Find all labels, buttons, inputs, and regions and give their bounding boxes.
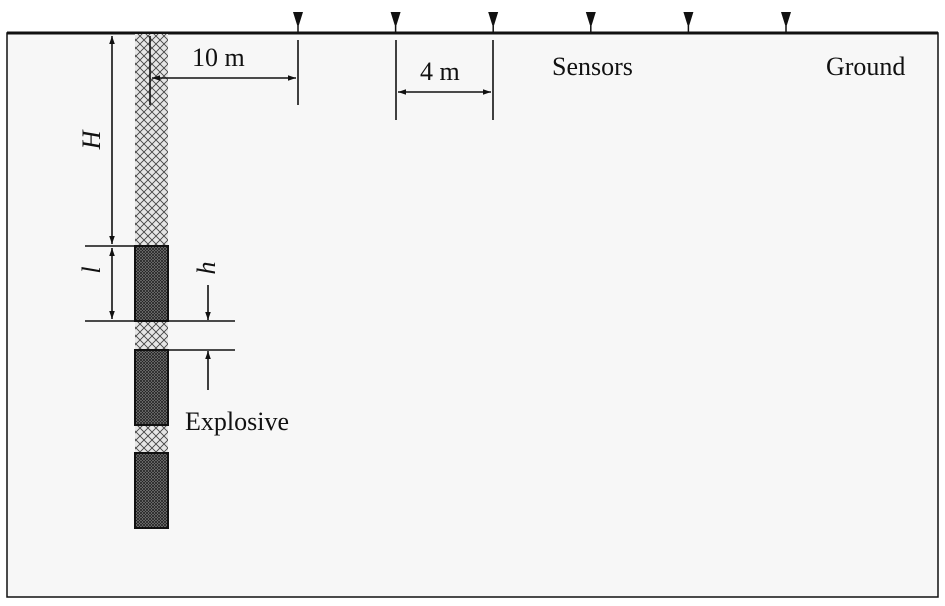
explosive-charge	[134, 452, 169, 529]
explosive-label: Explosive	[185, 407, 289, 436]
sensors-label: Sensors	[552, 52, 633, 81]
stemming	[135, 321, 168, 350]
ground-label: Ground	[826, 52, 905, 81]
sensor-marker-icon	[488, 12, 499, 28]
depth-label: H	[77, 129, 106, 150]
charge-length-label: l	[77, 266, 106, 273]
explosive-charge	[134, 349, 169, 426]
spacing-label: 4 m	[420, 57, 460, 86]
gap-label: h	[192, 262, 221, 275]
sensor-marker-icon	[585, 12, 596, 28]
sensor-marker-icon	[683, 12, 694, 28]
stemming	[135, 425, 168, 453]
sensor-array	[293, 12, 791, 33]
offset-label: 10 m	[192, 43, 245, 72]
stemming	[135, 34, 168, 246]
explosive-charge	[134, 245, 169, 322]
borehole	[134, 34, 169, 529]
dimension-lines	[85, 36, 494, 390]
sensor-marker-icon	[293, 12, 303, 28]
sensor-marker-icon	[781, 12, 791, 28]
sensor-marker-icon	[390, 12, 401, 28]
